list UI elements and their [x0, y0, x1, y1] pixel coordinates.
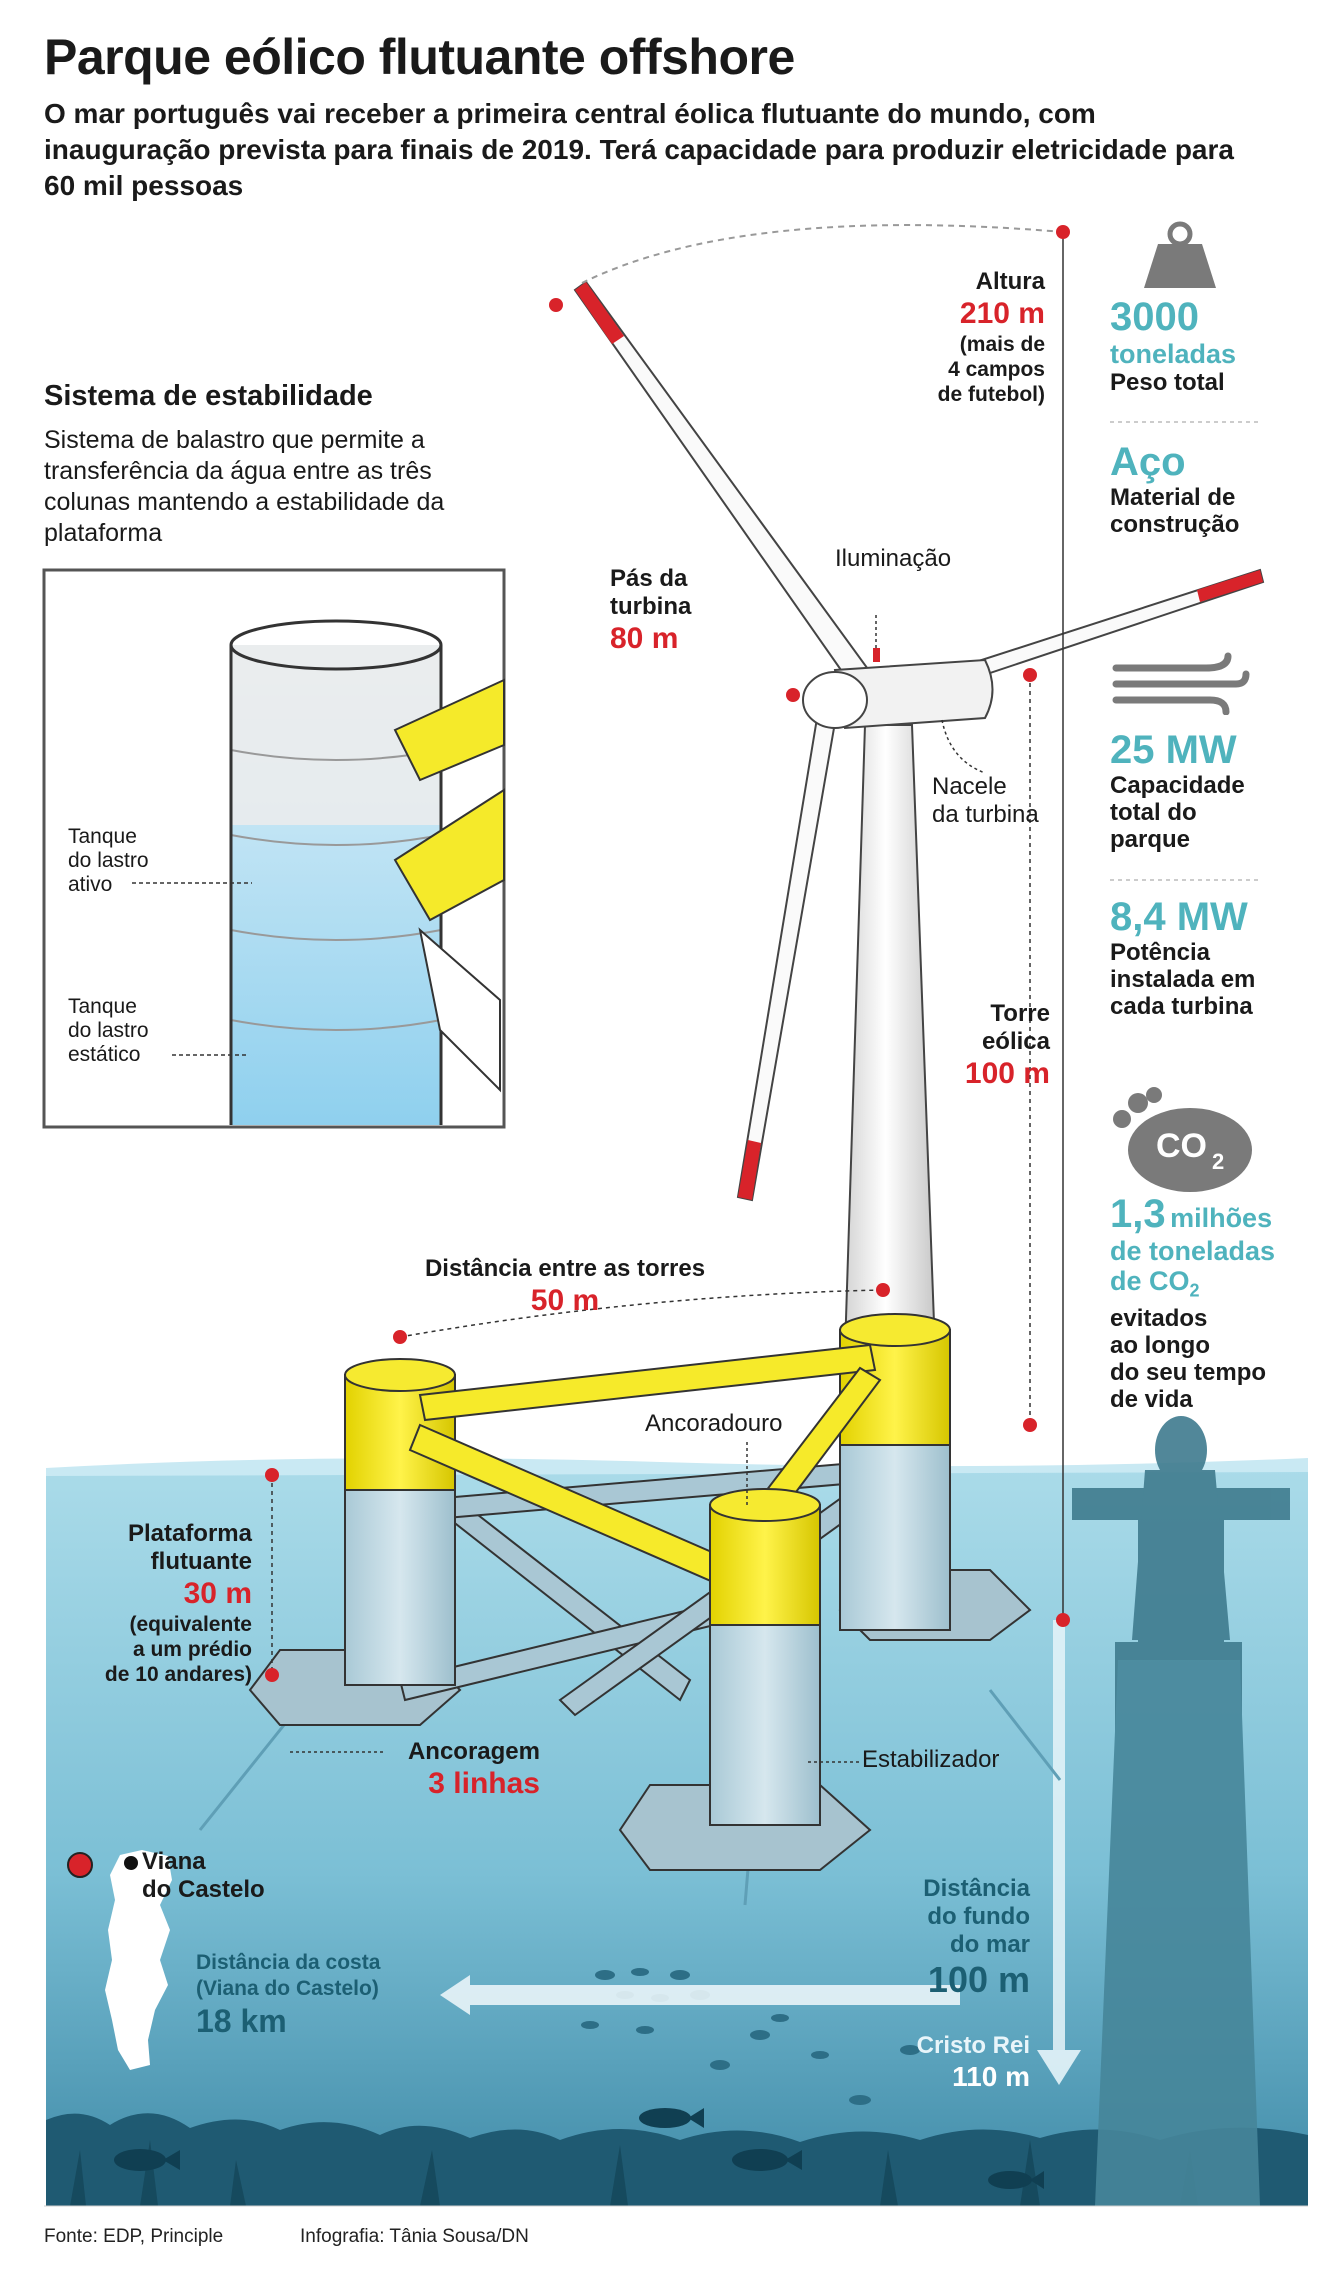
wind-icon — [1112, 652, 1250, 715]
page-title: Parque eólico flutuante offshore — [44, 29, 795, 85]
cristo-label: Cristo Rei 110 m — [916, 2032, 1030, 2092]
stabilizer-label: Estabilizador — [862, 1746, 1000, 1773]
fact-material: Aço Material de construção — [1110, 440, 1240, 538]
height-label: Altura 210 m (mais de 4 campos de futebo… — [937, 268, 1045, 406]
location-dot-icon — [67, 1852, 93, 1878]
page-subtitle: O mar português vai receber a primeira c… — [44, 98, 1234, 201]
seabed-distance-label: Distância do fundo do mar 100 m — [923, 1875, 1030, 2000]
anchor-point-label: Ancoradouro — [645, 1410, 783, 1437]
fact-power: 8,4 MW Potência instalada em cada turbin… — [1110, 895, 1256, 1020]
nacelle — [833, 658, 994, 730]
mooring-label: Ancoragem 3 linhas — [407, 1738, 540, 1800]
blade-down — [736, 698, 840, 1202]
stability-text: Sistema de balastro que permite a transf… — [44, 426, 445, 547]
fact-weight: 3000 toneladas Peso total — [1110, 295, 1237, 396]
stability-title: Sistema de estabilidade — [44, 380, 373, 412]
hub — [802, 671, 868, 729]
coast-arrow — [440, 1975, 960, 2015]
credit-text: Infografia: Tânia Sousa/DN — [300, 2226, 529, 2247]
fact-co2: 1,3 milhões de toneladas de CO2 evitados… — [1110, 1192, 1276, 1414]
source-text: Fonte: EDP, Principle — [44, 2226, 224, 2247]
distance-towers-label: Distância entre as torres 50 m — [424, 1255, 706, 1317]
portugal-map — [105, 1850, 172, 2070]
city-dot — [124, 1856, 138, 1870]
co2-icon-text: CO — [1156, 1127, 1207, 1165]
lighting-label: Iluminação — [835, 545, 952, 572]
fact-capacity: 25 MW Capacidade total do parque — [1110, 728, 1245, 853]
coast-distance-label: Distância da costa (Viana do Castelo) 18… — [196, 1951, 381, 2039]
cristo-rei-statue — [1072, 1416, 1290, 2206]
weight-icon — [1144, 221, 1216, 288]
